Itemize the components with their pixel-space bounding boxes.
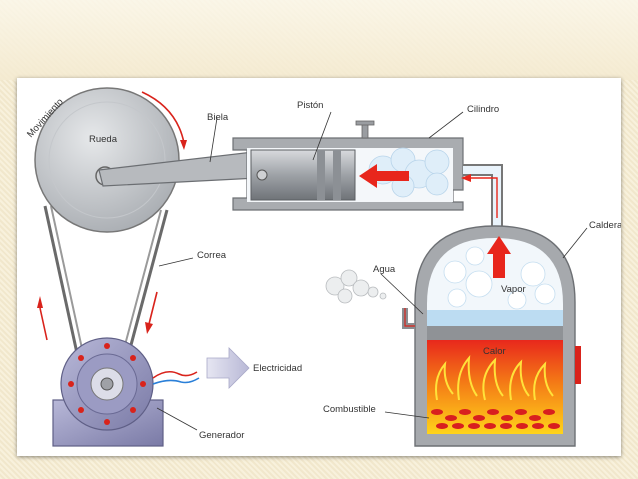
piston	[250, 149, 356, 201]
label-agua: Agua	[373, 264, 396, 275]
steam-push-arrow	[359, 164, 409, 188]
label-piston: Pistón	[297, 100, 323, 111]
header-band	[0, 0, 638, 80]
electricity-arrow	[206, 347, 250, 389]
label-generador: Generador	[199, 430, 244, 441]
fuel-pebbles	[431, 409, 560, 429]
label-cilindro: Cilindro	[467, 104, 499, 115]
rotation-arrows	[37, 91, 187, 341]
vapor-up-arrow	[487, 236, 511, 278]
label-combustible: Combustible	[323, 404, 376, 415]
boiler-steam	[443, 246, 556, 310]
label-caldera: Caldera	[589, 220, 621, 231]
exhaust-puff	[325, 269, 387, 304]
steam-engine-diagram: Movimiento Rueda Biela Pistón Cilindro C…	[25, 87, 621, 447]
flames	[435, 355, 554, 401]
label-calor: Calor	[483, 346, 506, 357]
generator	[52, 337, 200, 447]
label-vapor: Vapor	[501, 284, 526, 295]
label-rueda: Rueda	[89, 134, 118, 145]
label-correa: Correa	[197, 250, 227, 261]
diagram-card: Movimiento Rueda Biela Pistón Cilindro C…	[17, 78, 621, 456]
label-electricidad: Electricidad	[253, 363, 302, 374]
steam-pipe	[461, 164, 503, 232]
leader-lines	[156, 111, 588, 431]
wheel	[34, 87, 180, 233]
label-biela: Biela	[207, 112, 229, 123]
